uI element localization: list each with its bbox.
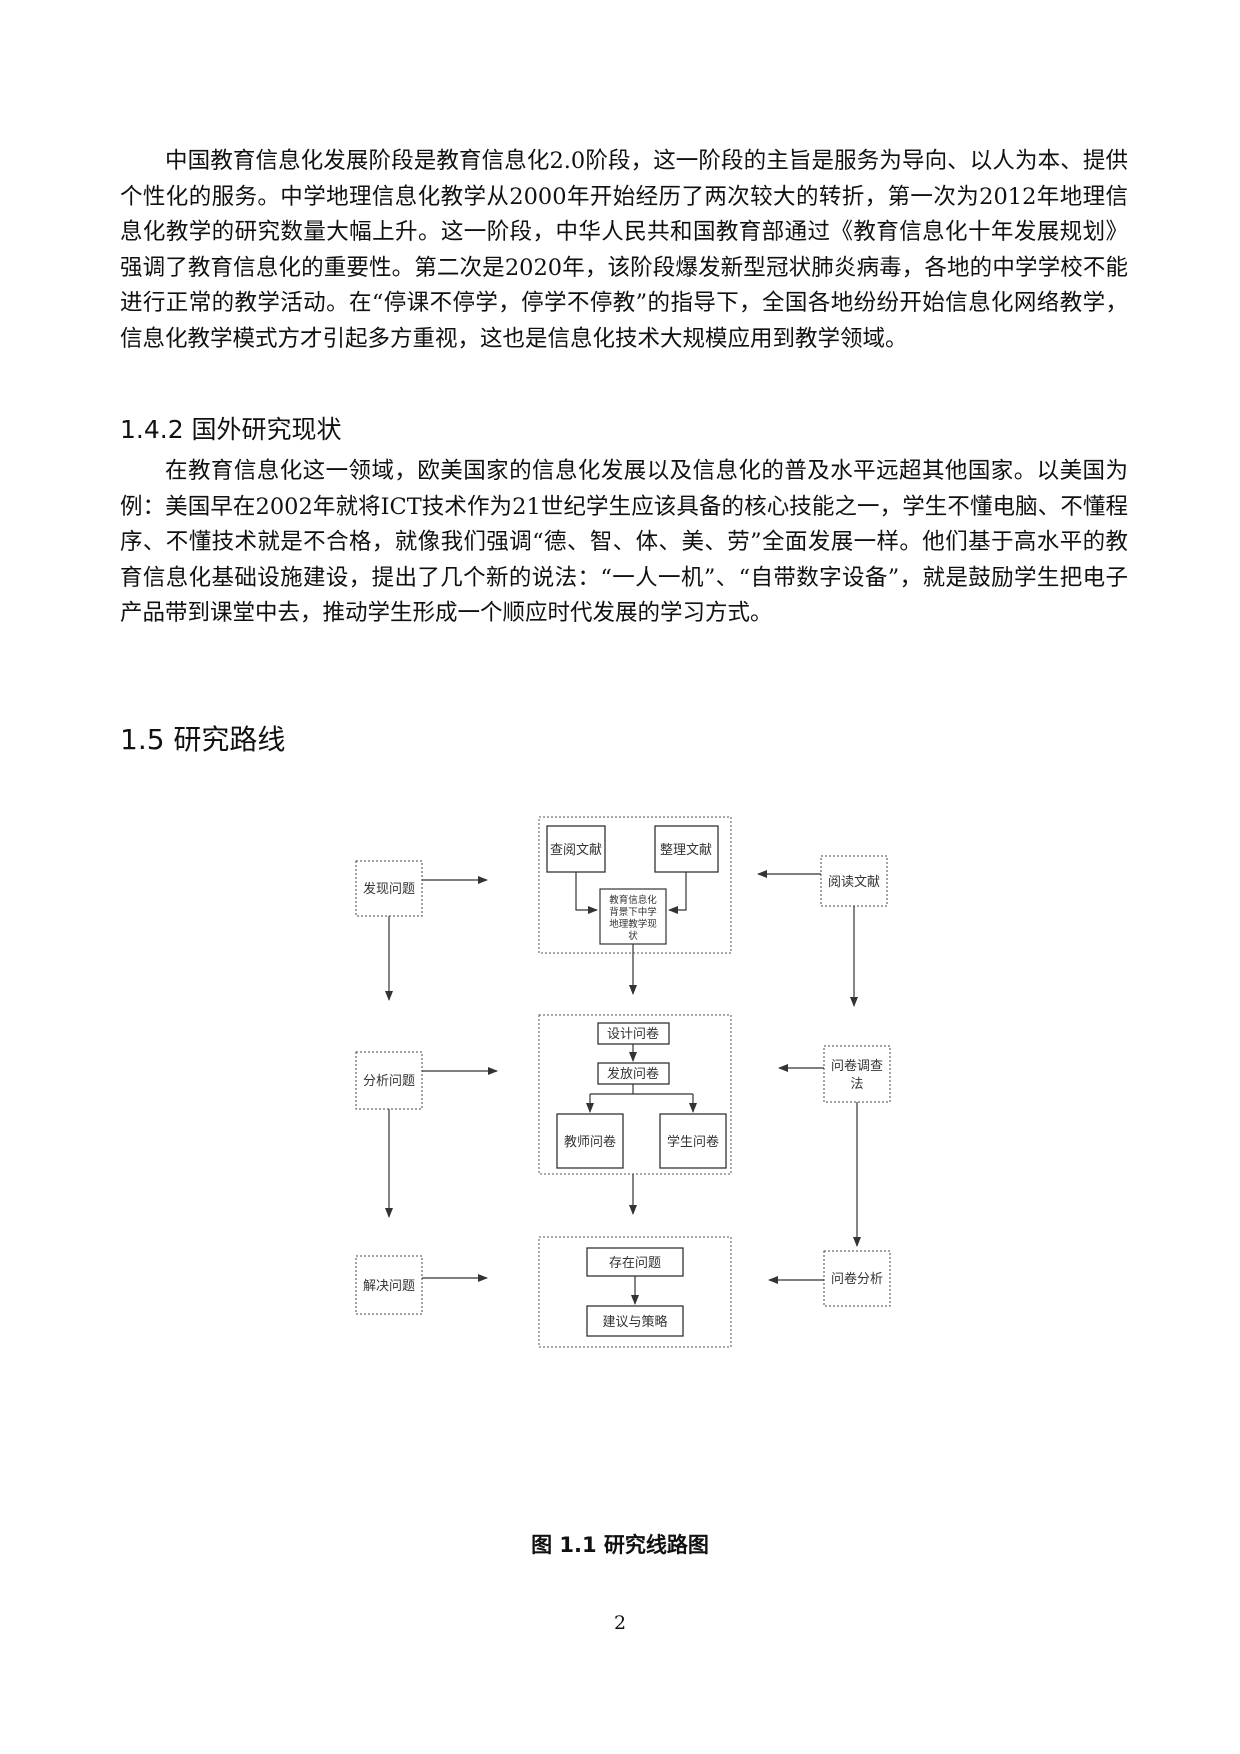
result-group-box — [538, 1236, 732, 1348]
node-teaching-status: 教育信息化 背景下中学 地理教学现 状 — [599, 888, 667, 945]
svg-text:教育信息化: 教育信息化 — [609, 894, 657, 906]
svg-text:存在问题: 存在问题 — [609, 1256, 661, 1271]
svg-text:状: 状 — [628, 930, 638, 942]
node-read-literature: 阅读文献 — [820, 855, 888, 907]
svg-text:背景下中学: 背景下中学 — [609, 906, 657, 918]
arrow-organize-to-status — [668, 872, 687, 914]
node-review-literature: 查阅文献 — [546, 825, 606, 873]
svg-text:设计问卷: 设计问卷 — [607, 1026, 659, 1042]
svg-text:查阅文献: 查阅文献 — [550, 843, 602, 858]
svg-text:法: 法 — [850, 1077, 863, 1092]
paragraph-china-status: 中国教育信息化发展阶段是教育信息化2.0阶段，这一阶段的主旨是服务为导向、以人为… — [120, 148, 1128, 352]
svg-text:发现问题: 发现问题 — [363, 881, 415, 897]
node-suggestions-strategies: 建议与策略 — [586, 1305, 684, 1337]
arrow-review-to-status — [575, 872, 598, 914]
flow-arrows — [385, 870, 861, 1305]
node-survey-method: 问卷调查 法 — [823, 1045, 891, 1103]
node-questionnaire-analysis: 问卷分析 — [823, 1250, 891, 1307]
literature-group-box — [538, 816, 732, 954]
svg-text:教师问卷: 教师问卷 — [564, 1134, 616, 1150]
figure-caption: 图 1.1 研究线路图 — [531, 1533, 709, 1557]
node-teacher-questionnaire: 教师问卷 — [556, 1113, 624, 1169]
svg-text:阅读文献: 阅读文献 — [828, 875, 880, 890]
svg-text:分析问题: 分析问题 — [363, 1074, 415, 1089]
node-design-questionnaire: 设计问卷 — [597, 1022, 670, 1045]
svg-text:问卷调查: 问卷调查 — [831, 1058, 883, 1074]
survey-group-box — [538, 1014, 732, 1175]
svg-text:发放问卷: 发放问卷 — [607, 1066, 659, 1082]
svg-text:问卷分析: 问卷分析 — [831, 1271, 883, 1287]
svg-text:整理文献: 整理文献 — [660, 843, 712, 858]
page-number: 2 — [613, 1612, 627, 1634]
node-solve-problem: 解决问题 — [355, 1255, 423, 1315]
node-distribute-questionnaire: 发放问卷 — [597, 1062, 670, 1085]
svg-text:解决问题: 解决问题 — [363, 1279, 415, 1294]
section-heading-1-4-2: 1.4.2 国外研究现状 — [120, 415, 342, 444]
node-student-questionnaire: 学生问卷 — [659, 1113, 727, 1169]
svg-text:地理教学现: 地理教学现 — [609, 918, 657, 930]
svg-text:建议与策略: 建议与策略 — [602, 1314, 667, 1330]
node-existing-problems: 存在问题 — [586, 1247, 684, 1277]
paragraph-foreign-status: 在教育信息化这一领域，欧美国家的信息化发展以及信息化的普及水平远超其他国家。以美… — [120, 458, 1128, 626]
node-analyze-problem: 分析问题 — [355, 1051, 423, 1110]
research-route-flowchart: 发现问题 分析问题 解决问题 查阅文献 整理文献 教育信息化 背景下中学 地理教… — [355, 816, 891, 1348]
node-find-problem: 发现问题 — [355, 860, 423, 917]
node-organize-literature: 整理文献 — [654, 825, 719, 873]
svg-text:学生问卷: 学生问卷 — [667, 1134, 719, 1150]
section-heading-1-5: 1.5 研究路线 — [120, 723, 286, 756]
